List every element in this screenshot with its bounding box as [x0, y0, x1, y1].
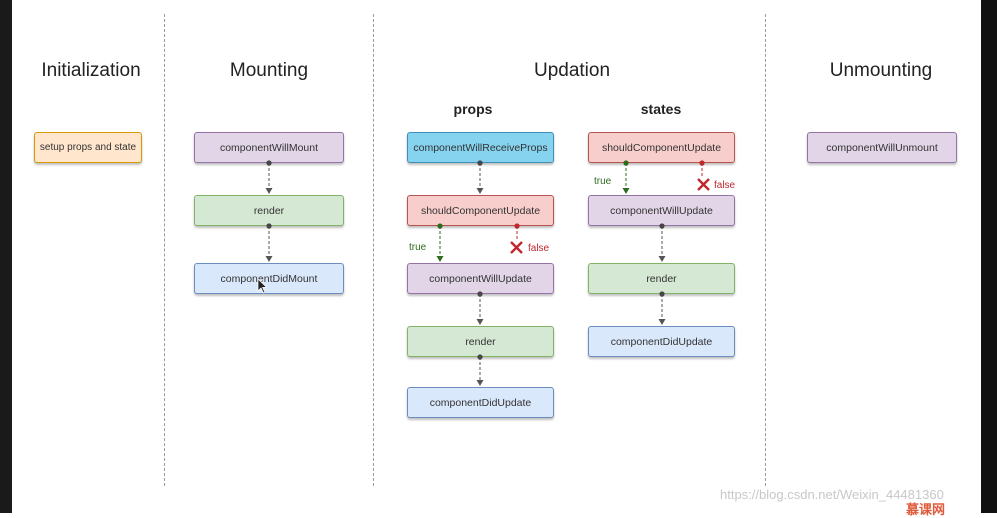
- section-title-updation: Updation: [533, 60, 611, 81]
- subsection-title-states: states: [640, 101, 682, 117]
- states-true-label: true: [594, 176, 612, 187]
- props-arrow-render-to-did-update: [476, 354, 484, 386]
- props-false-label: false: [528, 243, 550, 254]
- props-should-component-update-node: shouldComponentUpdate: [407, 195, 554, 226]
- props-component-will-receive-props-node: componentWillReceiveProps: [407, 132, 554, 163]
- video-frame-left-border: [0, 0, 12, 513]
- props-render-node: render: [407, 326, 554, 357]
- video-frame-right-border: [981, 0, 997, 513]
- states-component-will-update-node: componentWillUpdate: [588, 195, 735, 226]
- props-component-did-update-node: componentDidUpdate: [407, 387, 554, 418]
- props-true-label: true: [409, 242, 427, 253]
- props-false-x-icon: [510, 241, 523, 254]
- mounting-arrow-2: [265, 223, 273, 262]
- flow-arrows: [257, 160, 710, 386]
- states-component-did-update-node: componentDidUpdate: [588, 326, 735, 357]
- states-arrow-true-branch: [622, 160, 630, 194]
- blog-watermark: https://blog.csdn.net/Weixin_44481360: [720, 487, 944, 502]
- states-should-component-update-node: shouldComponentUpdate: [588, 132, 735, 163]
- brand-logo-text: 慕课网: [906, 502, 946, 517]
- mounting-render-node: render: [194, 195, 344, 226]
- section-title-unmounting: Unmounting: [829, 60, 933, 81]
- states-arrow-render-to-did-update: [658, 291, 666, 325]
- mounting-arrow-1: [265, 160, 273, 194]
- subsection-title-props: props: [453, 101, 493, 117]
- props-arrow-true-branch: [436, 223, 444, 262]
- setup-props-and-state-node: setup props and state: [34, 132, 142, 163]
- states-false-x-icon: [697, 178, 710, 191]
- states-arrow-false-branch: [697, 160, 710, 191]
- props-arrow-receive-to-should: [476, 160, 484, 194]
- states-false-label: false: [714, 180, 736, 191]
- props-arrow-will-update-to-render: [476, 291, 484, 325]
- section-title-initialization: Initialization: [41, 60, 141, 81]
- mounting-component-will-mount-node: componentWillMount: [194, 132, 344, 163]
- lifecycle-diagram: Initialization Mounting Updation Unmount…: [12, 0, 981, 517]
- props-component-will-update-node: componentWillUpdate: [407, 263, 554, 294]
- states-arrow-will-update-to-render: [658, 223, 666, 262]
- divider-updation-unmounting: [765, 14, 766, 486]
- divider-mounting-updation: [373, 14, 374, 486]
- props-arrow-false-branch: [510, 223, 523, 254]
- mounting-component-did-mount-node: componentDidMount: [194, 263, 344, 294]
- unmounting-component-will-unmount-node: componentWillUnmount: [807, 132, 957, 163]
- section-title-mounting: Mounting: [229, 60, 309, 81]
- mouse-cursor-icon: [257, 278, 268, 294]
- divider-initialization-mounting: [164, 14, 165, 486]
